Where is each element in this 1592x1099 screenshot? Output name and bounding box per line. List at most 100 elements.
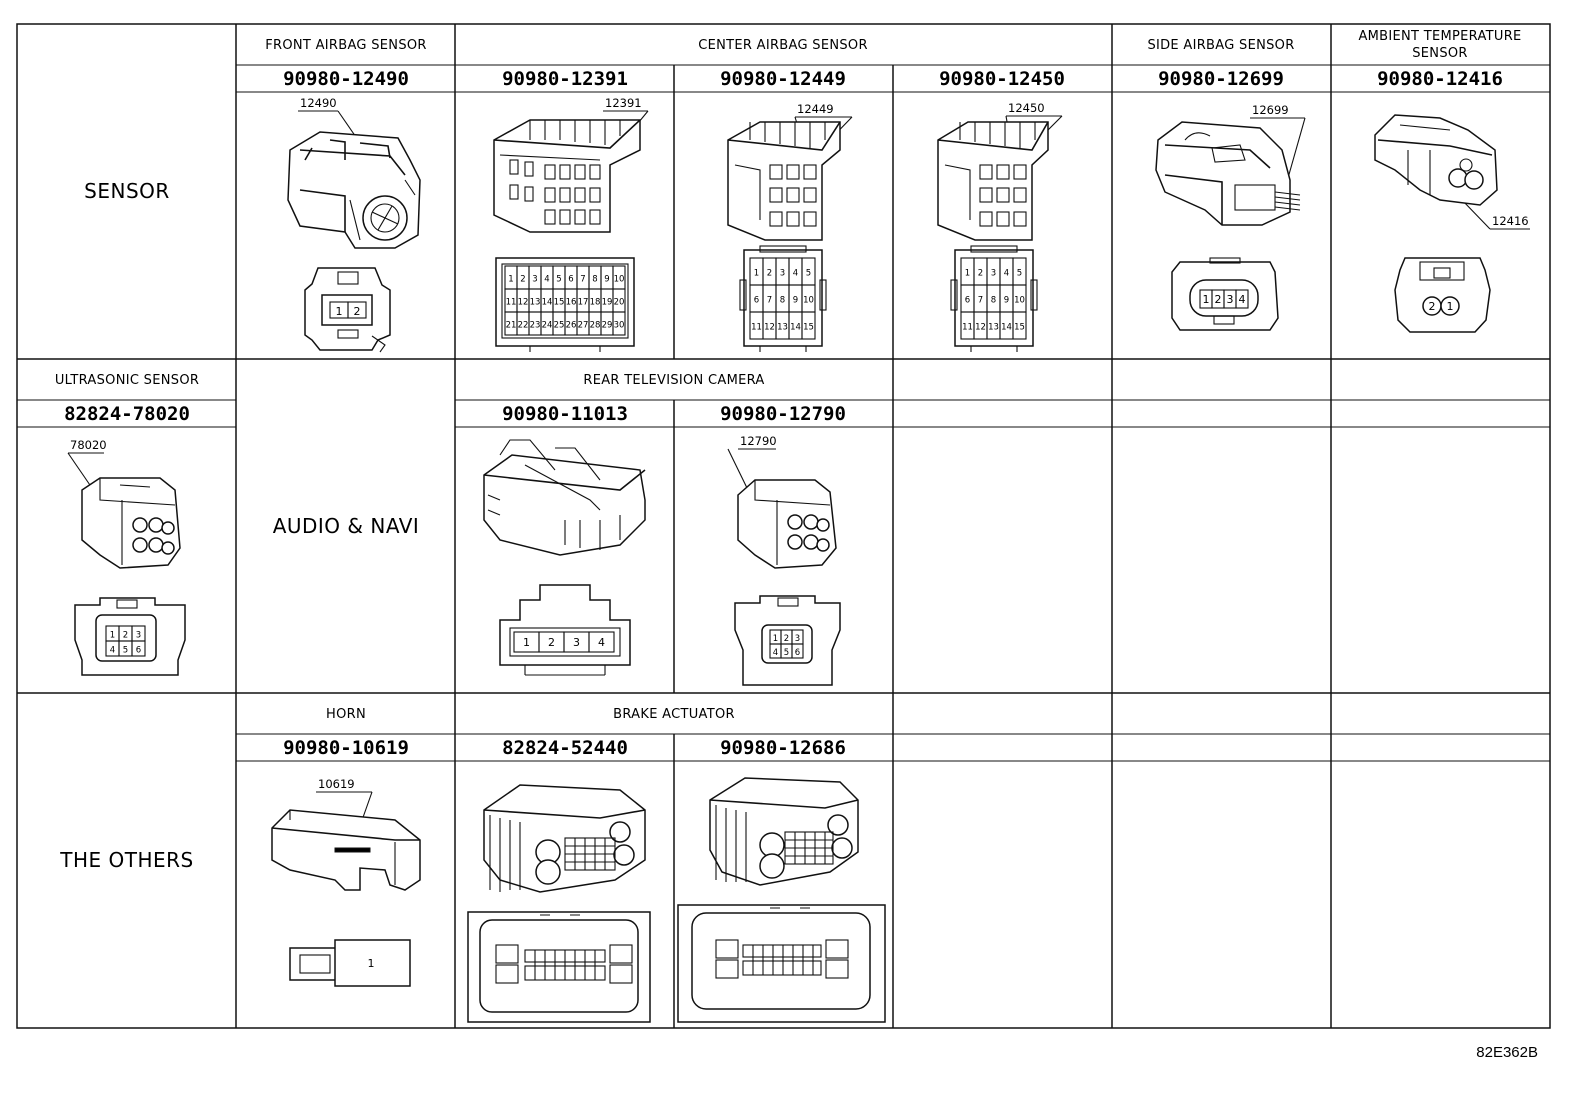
connector-chart: SENSOR AUDIO & NAVI THE OTHERS FRONT AIR… <box>16 23 1551 1061</box>
pin-label: 7 <box>767 296 772 306</box>
figure-reference: 82E362B <box>1476 1044 1538 1061</box>
header-ultrasonic: ULTRASONIC SENSOR <box>55 373 199 388</box>
pin-label: 13 <box>530 298 541 308</box>
pin-label: 2 <box>520 275 525 285</box>
header-brake-actuator: BRAKE ACTUATOR <box>613 707 735 722</box>
pin-label: 26 <box>566 321 577 331</box>
pin-field <box>564 837 616 871</box>
pin-label: 20 <box>614 298 625 308</box>
pin-label: 10 <box>803 296 814 306</box>
category-audio-navi: AUDIO & NAVI <box>273 514 420 538</box>
part-number-12699: 90980-12699 <box>1158 68 1284 90</box>
pin-label: 3 <box>573 636 580 649</box>
pin-label: 19 <box>602 298 613 308</box>
part-number-12450: 90980-12450 <box>939 68 1065 90</box>
connector-drawing-12790: 12790 <box>727 434 837 569</box>
pin-label: 1 <box>754 269 759 279</box>
pin-field <box>784 831 834 865</box>
pin-label: 9 <box>604 275 609 285</box>
header-horn: HORN <box>326 707 366 722</box>
pin-label: 6 <box>568 275 573 285</box>
pin-label: 3 <box>795 634 800 644</box>
header-front-airbag: FRONT AIRBAG SENSOR <box>265 38 427 53</box>
connector-drawing-12686 <box>709 777 859 886</box>
pin-label: 2 <box>784 634 789 644</box>
pin-label: 8 <box>780 296 785 306</box>
pin-label: 1 <box>1203 293 1210 306</box>
pin-label: 5 <box>806 269 811 279</box>
pin-label: 10 <box>1014 296 1025 306</box>
pin-label: 11 <box>751 323 762 333</box>
connector-face-12416: 2 1 <box>1394 257 1491 333</box>
pin-label: 1 <box>523 636 530 649</box>
pin-label: 3 <box>780 269 785 279</box>
connector-drawing-12490: 12490 <box>287 96 421 249</box>
connector-face-12490: 1 2 <box>304 267 391 353</box>
pin-label: 2 <box>767 269 772 279</box>
pin-label: 29 <box>602 321 613 331</box>
pin-label: 7 <box>978 296 983 306</box>
pin-label: 3 <box>991 269 996 279</box>
pin-label: 1 <box>1447 300 1454 313</box>
connector-face-10619: 1 <box>289 939 411 987</box>
part-number-12686: 90980-12686 <box>720 737 846 759</box>
pin-label: 1 <box>773 634 778 644</box>
pin-label: 30 <box>614 321 625 331</box>
pin-cell <box>791 643 804 659</box>
pin-label: 2 <box>548 636 555 649</box>
pin-label: 12 <box>764 323 775 333</box>
pin-label: 15 <box>803 323 814 333</box>
pin-label: 27 <box>578 321 589 331</box>
pin-label: 3 <box>1227 293 1234 306</box>
pin-label: 4 <box>544 275 549 285</box>
callout-10619: 10619 <box>318 777 355 791</box>
header-side-airbag: SIDE AIRBAG SENSOR <box>1147 38 1294 53</box>
pin-label: 3 <box>532 275 537 285</box>
pin-label: 4 <box>773 648 778 658</box>
part-number-12790: 90980-12790 <box>720 403 846 425</box>
pin-label: 4 <box>793 269 798 279</box>
part-number-52440: 82824-52440 <box>502 737 628 759</box>
pin-label: 13 <box>988 323 999 333</box>
pin-label: 15 <box>1014 323 1025 333</box>
category-others: THE OTHERS <box>59 848 193 872</box>
connector-drawing-12416: 12416 <box>1374 114 1530 230</box>
pin-label: 6 <box>795 648 800 658</box>
pin-cell <box>612 311 626 336</box>
connector-face-12686 <box>677 904 886 1023</box>
pin-label: 28 <box>590 321 601 331</box>
pin-label: 1 <box>508 275 513 285</box>
pin-label: 2 <box>1215 293 1222 306</box>
callout-12391: 12391 <box>605 96 642 110</box>
pin-cell <box>1012 311 1027 340</box>
pin-label: 7 <box>580 275 585 285</box>
pin-cell <box>131 640 146 657</box>
part-number-12449: 90980-12449 <box>720 68 846 90</box>
pin-label: 2 <box>354 305 361 318</box>
pin-label: 18 <box>590 298 601 308</box>
pin-label: 16 <box>566 298 577 308</box>
connector-drawing-10619: 10619 <box>271 777 421 891</box>
pin-label: 2 <box>123 631 128 641</box>
pin-label: 5 <box>784 648 789 658</box>
pin-label: 17 <box>578 298 589 308</box>
pin-label: 5 <box>123 646 128 656</box>
pin-label: 8 <box>592 275 597 285</box>
pin-label: 3 <box>136 631 141 641</box>
pin-label: 5 <box>1017 269 1022 279</box>
pin-label: 6 <box>136 646 141 656</box>
pin-label: 14 <box>542 298 553 308</box>
pin-label: 4 <box>1004 269 1009 279</box>
callout-12699: 12699 <box>1252 103 1289 117</box>
pin-label: 4 <box>1239 293 1246 306</box>
pin-label: 4 <box>598 636 605 649</box>
part-number-12490: 90980-12490 <box>283 68 409 90</box>
pin-label: 6 <box>965 296 970 306</box>
pin-label: 12 <box>518 298 529 308</box>
